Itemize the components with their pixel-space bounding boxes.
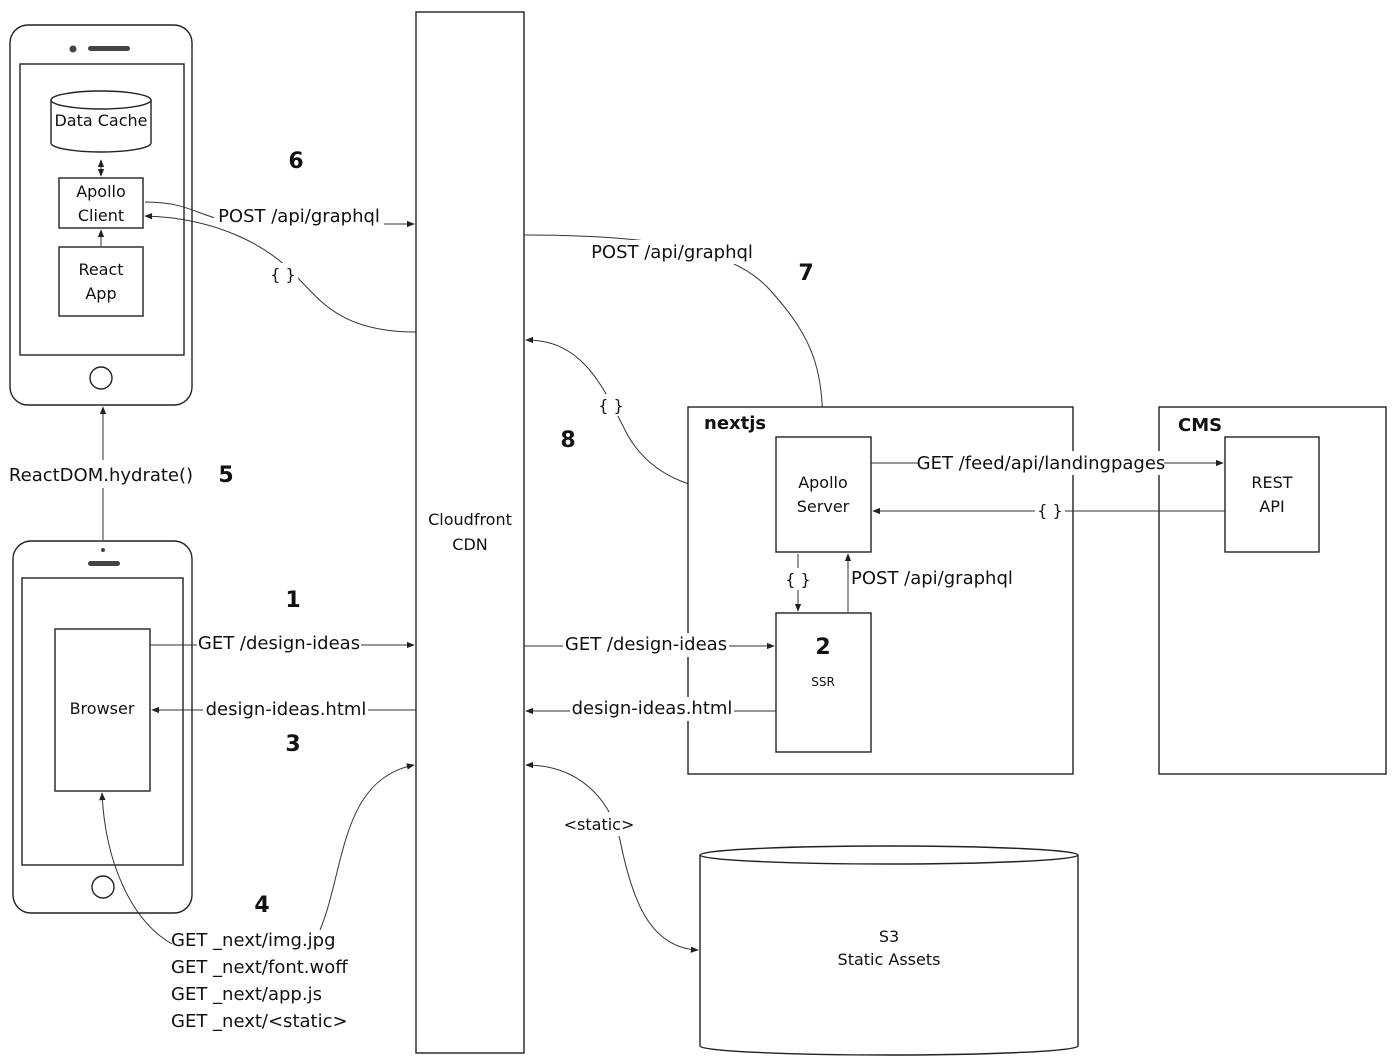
ssr-html-label: design-ideas.html: [572, 698, 733, 719]
step-5: 5: [218, 463, 233, 488]
home-button-2: [91, 875, 115, 899]
client-json-label: { }: [270, 265, 295, 284]
s3-label-1: S3: [879, 927, 899, 946]
static-label: <static>: [564, 815, 635, 834]
apollo-server-label-2: Server: [797, 497, 850, 516]
s3-label-2: Static Assets: [838, 950, 941, 969]
step-4: 4: [254, 893, 269, 918]
ssr-label: SSR: [811, 675, 835, 689]
speaker-slot: [88, 46, 130, 51]
cdn-get-label: GET /design-ideas: [565, 634, 727, 655]
landingpages-label: GET /feed/api/landingpages: [917, 453, 1166, 474]
ssr-server-post-label: POST /api/graphql: [851, 568, 1013, 589]
step-6: 6: [288, 149, 303, 174]
data-cache-label: Data Cache: [54, 111, 147, 130]
home-button: [89, 366, 113, 390]
apollo-client-label-2: Client: [78, 206, 124, 225]
step-2: 2: [815, 635, 830, 660]
apollo-server-label-1: Apollo: [798, 473, 848, 492]
client-post-label: POST /api/graphql: [218, 206, 380, 227]
data-cache-cylinder: Data Cache: [50, 90, 152, 153]
static-get-arrow: [319, 763, 415, 931]
browser-label: Browser: [70, 699, 135, 718]
step-7: 7: [798, 261, 813, 286]
rest-api-label-2: API: [1259, 497, 1284, 516]
browser-get-label: GET /design-ideas: [198, 633, 360, 654]
cdn-post-label: POST /api/graphql: [591, 242, 753, 263]
step-8: 8: [560, 428, 575, 453]
cdn-label-2: CDN: [452, 535, 487, 554]
react-app-label-2: App: [85, 284, 116, 303]
cdn-s3-arrow: [525, 761, 699, 953]
static-get-3: GET _next/app.js: [171, 984, 322, 1005]
server-ssr-json-label: { }: [785, 570, 810, 589]
step-3: 3: [285, 732, 300, 757]
react-app-label-1: React: [78, 260, 123, 279]
browser-html-label: design-ideas.html: [206, 699, 367, 720]
step-1: 1: [285, 588, 300, 613]
hydrate-label: ReactDOM.hydrate(): [9, 465, 193, 486]
cdn-label-1: Cloudfront: [428, 510, 512, 529]
speaker-slot-2: [88, 561, 120, 566]
static-return-arrow: [99, 792, 173, 945]
rest-api-box: REST API: [1224, 436, 1320, 553]
rest-json-label: { }: [1037, 501, 1062, 520]
apollo-server-box: Apollo Server: [775, 436, 872, 553]
static-get-4: GET _next/<static>: [171, 1011, 348, 1032]
server-json-label: { }: [598, 396, 623, 415]
static-get-2: GET _next/font.woff: [171, 957, 348, 978]
browser-box: Browser: [54, 628, 151, 792]
react-app-box: React App: [58, 246, 144, 317]
rest-api-label-1: REST: [1251, 473, 1292, 492]
cloudfront-cdn: Cloudfront CDN: [415, 11, 525, 1054]
apollo-client-box: Apollo Client: [58, 177, 144, 229]
s3-cylinder: S3 Static Assets: [699, 845, 1079, 1056]
apollo-client-label-1: Apollo: [76, 182, 126, 201]
nextjs-title: nextjs: [704, 413, 766, 434]
ssr-box: 2 SSR: [775, 612, 872, 753]
cms-title: CMS: [1178, 415, 1222, 436]
static-get-1: GET _next/img.jpg: [171, 930, 336, 951]
camera-dot-2: [101, 548, 105, 552]
cdn-post-arrow: [523, 234, 827, 436]
camera-dot: [69, 45, 77, 53]
